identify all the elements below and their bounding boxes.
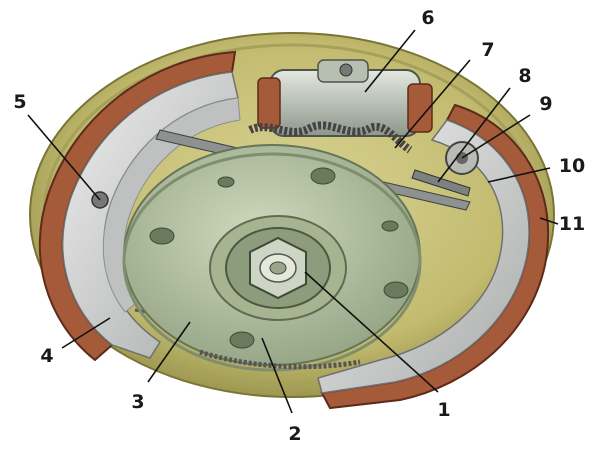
hub-axle-tip xyxy=(269,261,287,275)
bleeder-nipple xyxy=(339,63,353,77)
leader-11 xyxy=(539,217,559,225)
callout-2: 2 xyxy=(288,423,301,445)
leader-2 xyxy=(261,337,293,414)
leader-1 xyxy=(304,271,439,393)
bolt-hole xyxy=(149,227,175,245)
callout-7: 7 xyxy=(481,39,494,61)
leader-9 xyxy=(461,114,531,159)
callout-11: 11 xyxy=(559,213,585,235)
leader-10 xyxy=(487,167,551,183)
leader-5 xyxy=(27,114,101,201)
bolt-hole xyxy=(310,167,336,185)
callout-10: 10 xyxy=(559,155,585,177)
lower-return-spring xyxy=(199,349,361,370)
leader-8 xyxy=(437,87,511,183)
bolt-holes xyxy=(149,167,409,349)
bolt-hole xyxy=(383,281,409,299)
hub-flange-edge xyxy=(122,152,422,372)
leader-lines xyxy=(27,29,559,414)
leader-7 xyxy=(394,59,471,149)
callout-5: 5 xyxy=(13,91,26,113)
callout-3: 3 xyxy=(131,391,144,413)
adjuster-lever xyxy=(411,169,471,197)
bolt-hole xyxy=(229,331,255,349)
callout-8: 8 xyxy=(518,65,531,87)
leader-3 xyxy=(147,321,191,383)
upper-return-spring xyxy=(248,121,413,154)
callout-9: 9 xyxy=(539,93,552,115)
cylinder-right-cap xyxy=(407,83,433,133)
cylinder-left-cap xyxy=(257,77,281,129)
bolt-hole xyxy=(381,220,399,232)
callout-4: 4 xyxy=(40,345,53,367)
leader-6 xyxy=(364,29,416,93)
right-shoe xyxy=(317,119,530,394)
callout-1: 1 xyxy=(437,399,450,421)
leader-4 xyxy=(61,317,111,349)
callout-6: 6 xyxy=(421,7,434,29)
bolt-hole xyxy=(217,176,235,188)
